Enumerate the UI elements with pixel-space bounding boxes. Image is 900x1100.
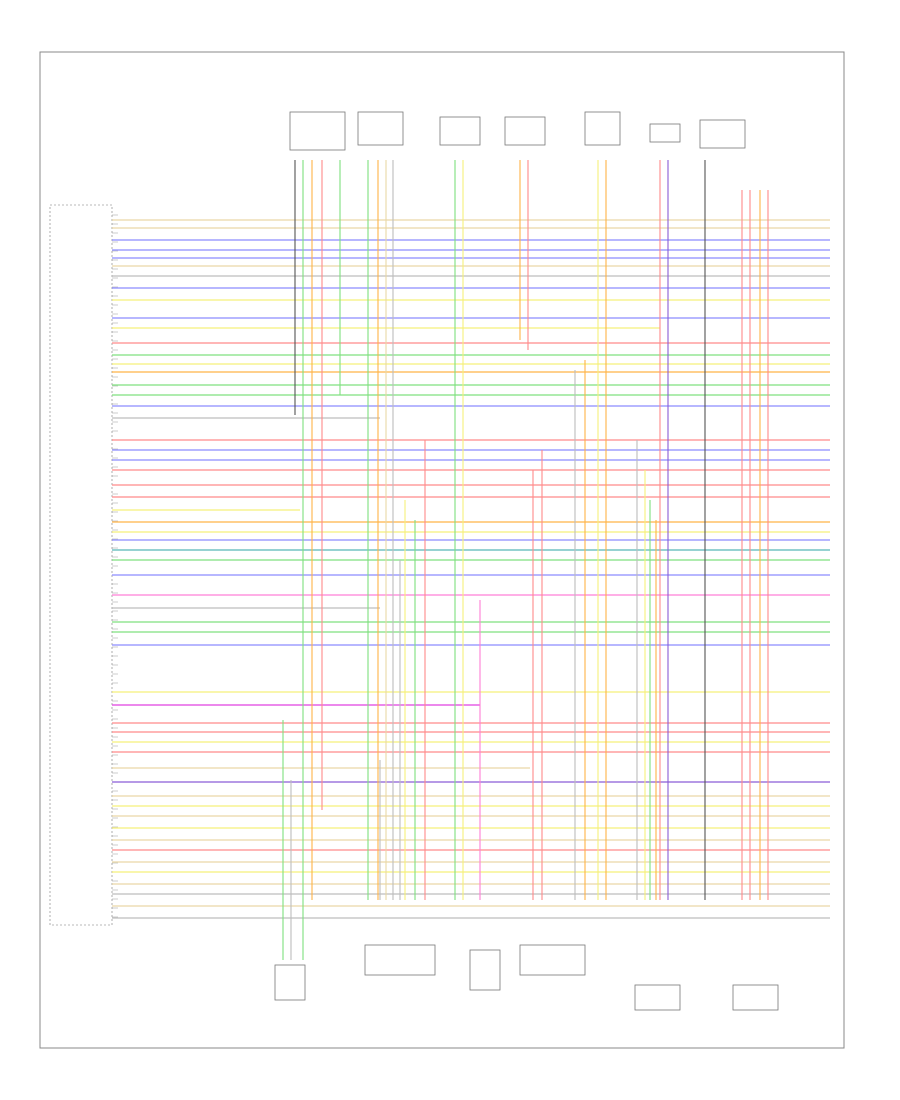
component-box [699,119,746,149]
component-box [504,116,546,146]
bottom-component-b2 [364,944,436,976]
component-box [364,944,436,976]
bottom-component-b4 [519,944,586,976]
component-box [439,116,481,146]
top-component-c7 [699,119,746,149]
component-box [584,111,621,146]
ecm-outline [49,204,113,926]
component-box [519,944,586,976]
bottom-component-b1 [274,964,306,1001]
component-box [732,984,779,1011]
component-box [634,984,681,1011]
top-component-c3 [439,116,481,146]
diagram-frame [39,51,845,1049]
top-component-c1 [289,111,346,151]
component-box [357,111,404,146]
component-box [469,949,501,991]
bottom-component-b3 [469,949,501,991]
top-components [289,111,746,151]
top-component-c2 [357,111,404,146]
engine-control-module [49,204,118,926]
bottom-component-b5 [634,984,681,1011]
component-box [649,123,681,143]
wire-harness [112,160,830,960]
bottom-components [274,944,779,1011]
component-box [289,111,346,151]
top-component-c4 [504,116,546,146]
top-component-c5 [584,111,621,146]
top-component-c6 [649,123,681,143]
component-box [274,964,306,1001]
bottom-component-b6 [732,984,779,1011]
